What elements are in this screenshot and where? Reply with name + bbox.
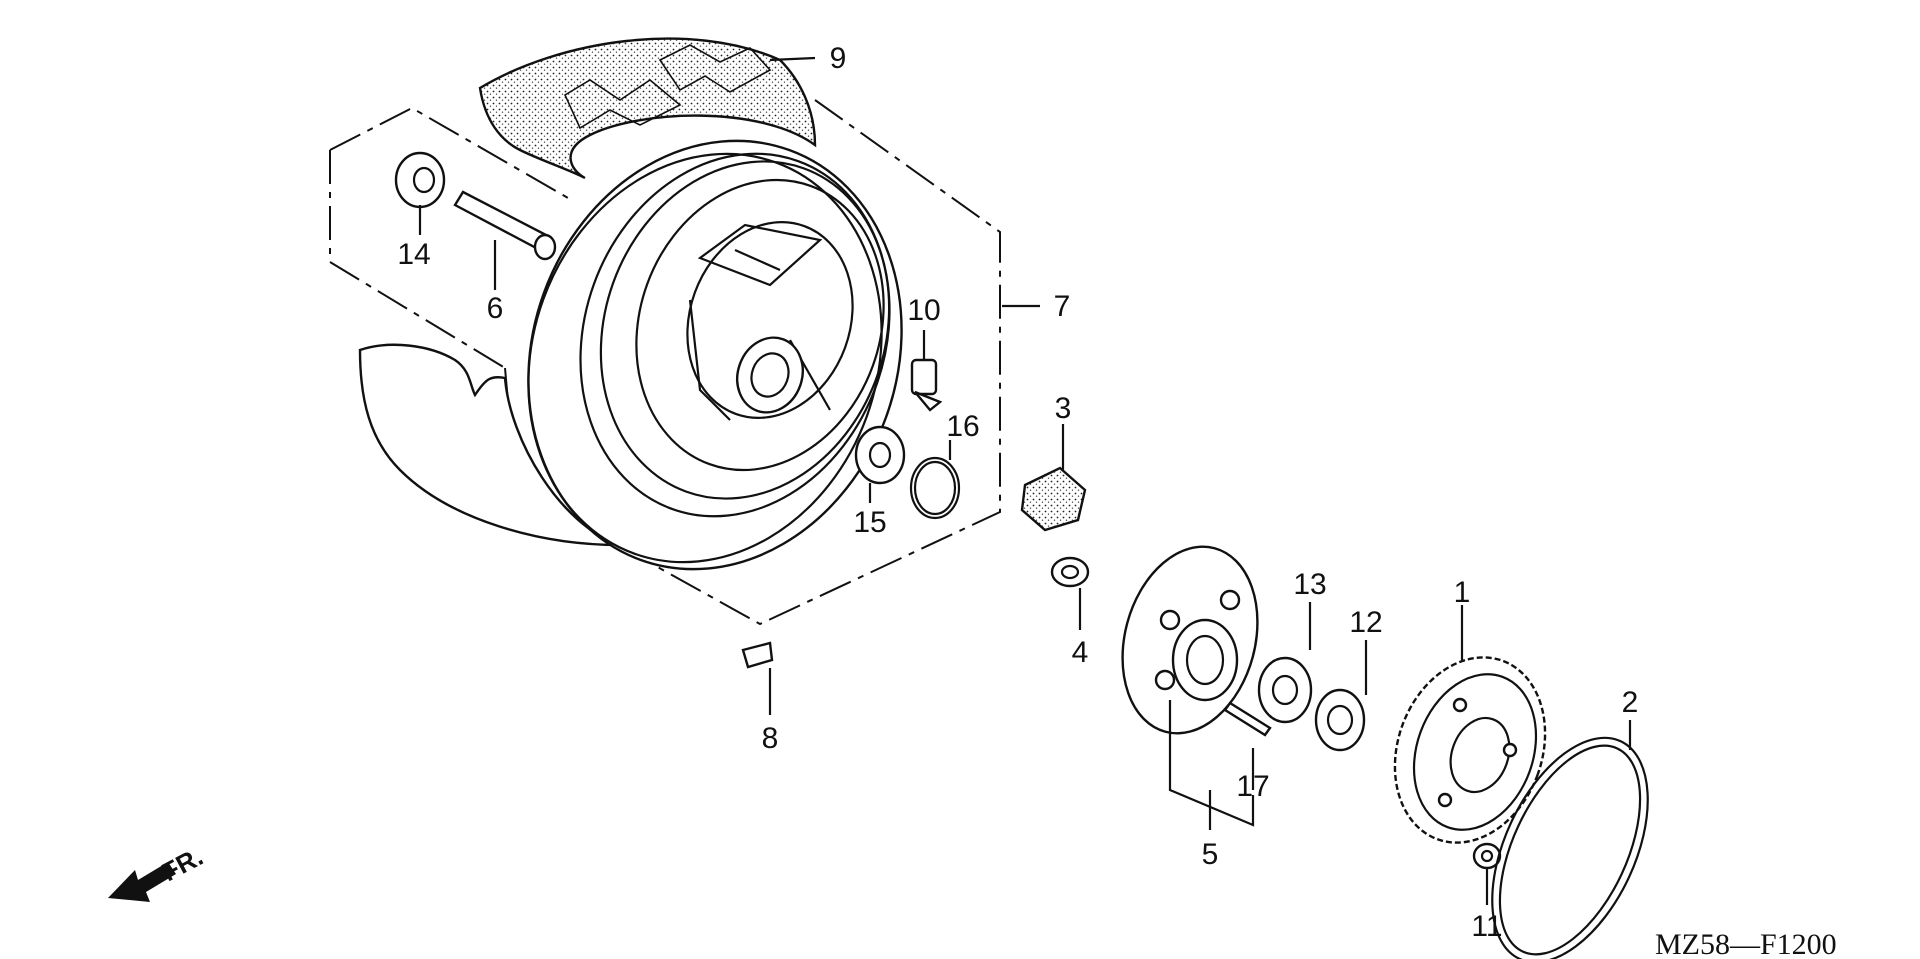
bearing-right xyxy=(854,425,906,485)
diagram-code: MZ58—F1200 xyxy=(1655,928,1837,959)
callout-1: 1 xyxy=(1454,576,1471,609)
callout-12: 12 xyxy=(1349,606,1382,639)
balance-weight xyxy=(741,641,774,669)
callout-8: 8 xyxy=(762,722,779,755)
callout-17: 17 xyxy=(1236,770,1269,803)
callout-11: 11 xyxy=(1471,910,1502,943)
o-ring xyxy=(909,456,961,520)
wheel-rim xyxy=(527,139,903,571)
nut xyxy=(1472,842,1502,870)
callout-7: 7 xyxy=(1054,290,1071,323)
tire xyxy=(358,37,817,547)
callout-15: 15 xyxy=(853,506,886,539)
callout-9: 9 xyxy=(830,42,847,75)
callouts: 1 2 3 4 5 6 7 8 9 10 11 12 13 14 15 16 1… xyxy=(397,42,1638,943)
callout-3: 3 xyxy=(1055,392,1072,425)
callout-10: 10 xyxy=(907,294,940,327)
callout-16: 16 xyxy=(946,410,979,443)
driven-sprocket xyxy=(1393,656,1547,844)
stud-bolt xyxy=(1223,701,1272,737)
callout-14: 14 xyxy=(397,238,430,271)
collar xyxy=(1050,556,1090,588)
bearing-left xyxy=(394,151,446,209)
tire-valve xyxy=(910,358,943,412)
damper-rubber xyxy=(1020,466,1087,532)
callout-2: 2 xyxy=(1622,686,1639,719)
front-direction-arrow: FR. xyxy=(108,841,208,902)
callout-6: 6 xyxy=(487,292,504,325)
bearing-flange xyxy=(1257,656,1313,724)
callout-4: 4 xyxy=(1072,636,1089,669)
callout-5: 5 xyxy=(1202,838,1219,871)
final-driven-flange xyxy=(1121,545,1259,735)
distance-collar xyxy=(453,190,557,261)
leader-lines xyxy=(418,56,1632,905)
oil-seal xyxy=(1314,688,1366,752)
callout-13: 13 xyxy=(1293,568,1326,601)
